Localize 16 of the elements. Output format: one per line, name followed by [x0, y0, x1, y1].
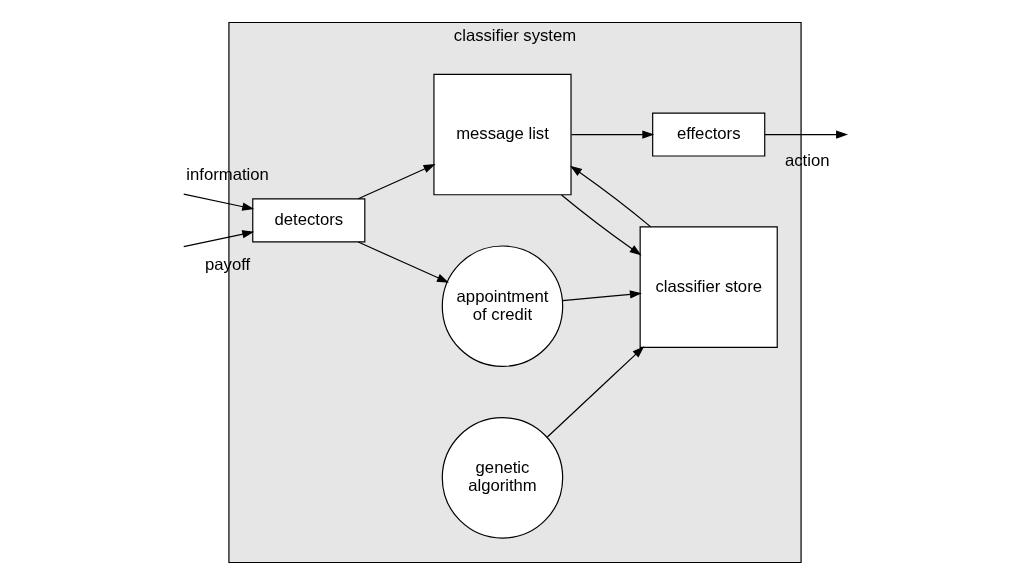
arrow	[569, 165, 651, 228]
arrow	[357, 241, 449, 283]
node-box: message list	[432, 73, 572, 196]
arrow	[763, 130, 848, 139]
arrow	[570, 130, 654, 139]
node-circle: genetic algorithm	[441, 417, 563, 539]
arrow	[182, 230, 254, 248]
arrow	[182, 193, 254, 211]
node-box: classifier store	[639, 226, 778, 348]
node-box: effectors	[651, 112, 765, 157]
arrow	[561, 290, 642, 302]
arrow	[560, 194, 642, 256]
arrow	[357, 164, 436, 200]
node-circle: appointment of credit	[441, 245, 563, 367]
arrow	[546, 346, 644, 438]
node-box: detectors	[251, 198, 365, 243]
